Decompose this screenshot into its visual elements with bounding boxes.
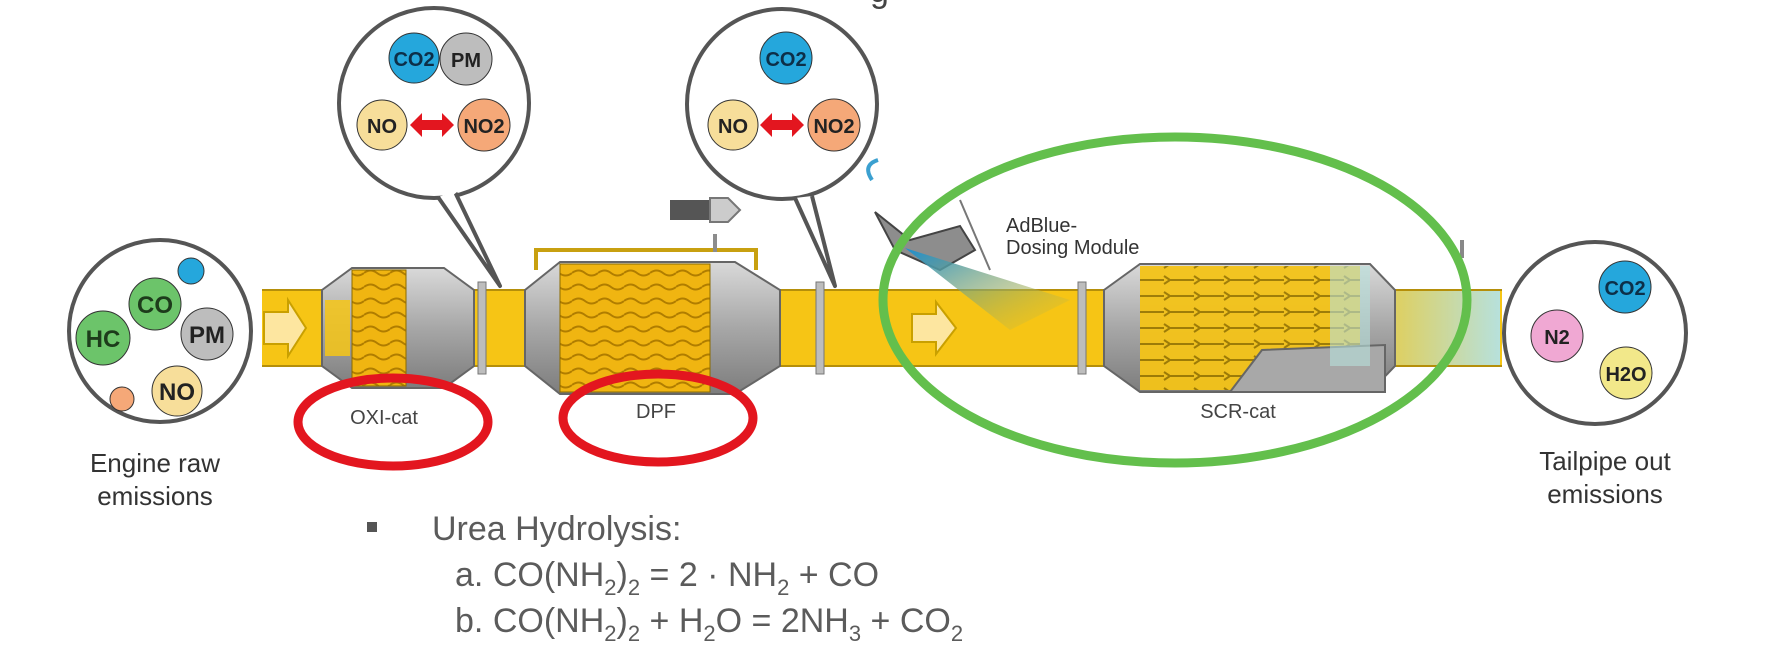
oxi-cat-unit [321,267,475,389]
inlet-arrow-icon [263,296,308,360]
molecule-co [128,277,182,331]
molecule-co2 [388,32,440,84]
molecule-no2 [457,98,511,152]
bullet-icon [367,522,377,532]
scr-cat-unit [1103,240,1464,393]
molecule-no [707,99,759,151]
engine-caption-line1: Engine raw [90,448,220,478]
adblue-dosing-module [866,158,1070,330]
molecule-co2-small [177,257,205,285]
molecule-hc-label: HC [86,326,121,353]
molecule-co2-label: CO2 [765,49,806,71]
reaction-a-prefix: a. [455,556,484,594]
dpf-label: DPF [636,401,676,423]
molecule-n2-label: N2 [1544,327,1570,349]
molecule-hc [75,310,131,366]
molecule-pm [180,307,234,361]
molecule-co2-label: CO2 [1604,278,1645,300]
molecule-n2 [1530,309,1584,363]
tailpipe-caption-line2: emissions [1547,479,1663,509]
molecule-h2o [1599,346,1653,400]
urea-hydrolysis-heading: Urea Hydrolysis: [432,510,682,548]
adblue-label-line1: AdBlue- [1006,215,1077,237]
molecule-no2-label: NO2 [463,116,504,138]
molecule-no [356,99,408,151]
reaction-a: a. CO(NH2)2 = 2 · NH2 + CO [455,556,880,600]
molecule-pm-label: PM [451,50,481,72]
scr-cat-label: SCR-cat [1200,401,1276,423]
oxi-cat-highlight [293,373,493,471]
molecule-no-label: NO [367,116,397,138]
molecule-no-label: NO [718,116,748,138]
tailpipe-emissions-bubble: CO2 N2 H2O [1502,240,1688,426]
engine-caption-line2: emissions [97,481,213,511]
molecule-co2 [1598,260,1652,314]
reaction-b-formula: CO(NH2)2 + H2O = 2NH3 + CO2 [492,602,964,646]
dpf-highlight [558,369,758,467]
molecule-pm [439,32,493,86]
equilibrium-arrow-icon [760,113,804,137]
molecule-pm-label: PM [189,322,225,349]
reaction-a-formula: CO(NH2)2 = 2 · NH2 + CO [492,556,880,600]
molecule-co2-label: CO2 [393,49,434,71]
dpf-reaction-bubble: CO2 NO NO2 [685,7,879,288]
flow-arrow-icon [911,299,958,357]
molecule-no-label: NO [159,379,195,406]
equilibrium-arrow-icon [410,113,454,137]
molecule-no [151,365,203,417]
reaction-b-prefix: b. [455,602,484,640]
molecule-co2 [759,31,813,85]
molecule-no2 [807,98,861,152]
molecule-no2-small [109,386,135,412]
molecule-no2-label: NO2 [813,116,854,138]
molecule-h2o-label: H2O [1605,364,1646,386]
molecule-co-label: CO [137,292,173,319]
adblue-label-line2: Dosing Module [1006,237,1139,259]
oxi-reaction-bubble: CO2 PM NO NO2 [337,6,531,288]
tailpipe-caption-line1: Tailpipe out [1539,446,1671,476]
title-fragment: g [870,0,889,10]
oxi-cat-label: OXI-cat [350,407,418,429]
reaction-b: b. CO(NH2)2 + H2O = 2NH3 + CO2 [455,602,964,646]
scr-section-highlight [878,132,1472,468]
dpf-unit [524,197,781,395]
engine-emissions-bubble: CO HC PM NO [67,238,253,424]
